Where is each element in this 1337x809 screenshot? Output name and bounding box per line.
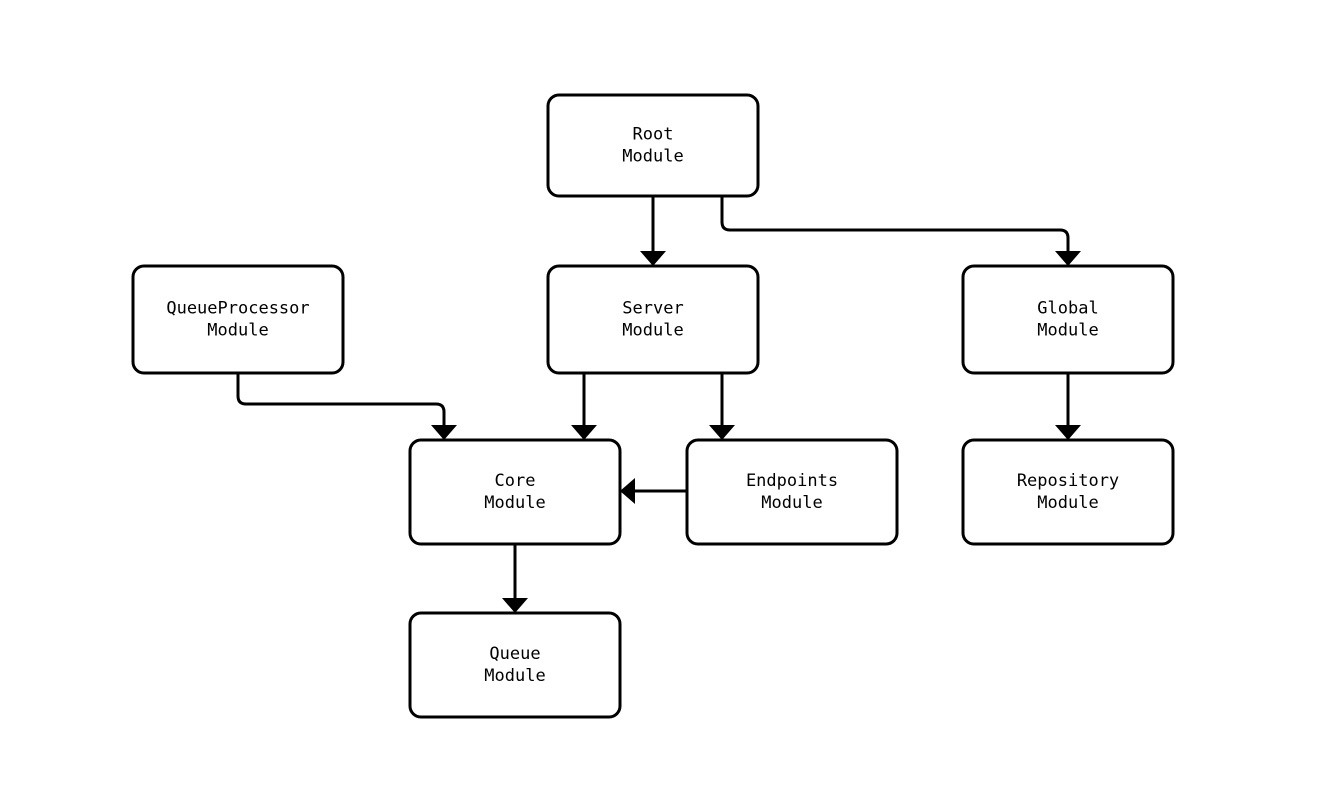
endpoints-module-node-label-line2: Module [761,493,822,513]
edges-layer [236,196,1081,613]
edge-endpoints-to-core [620,478,687,504]
global-module-node-box[interactable] [961,264,1175,375]
edge-server-to-endpoints-arrowhead-icon [709,425,735,440]
root-module-node-label-line1: Root [633,125,674,145]
edge-root-to-global [720,196,1081,266]
queueprocessor-module-node-box[interactable] [131,264,345,375]
edge-server-to-core-arrowhead-icon [571,425,597,440]
endpoints-module-node-box[interactable] [685,438,899,546]
edge-queueprocessor-to-core-arrowhead-icon [431,425,457,440]
server-module-node-label-line1: Server [622,299,683,319]
queue-module-node-box[interactable] [408,611,622,719]
global-module-node-label-line1: Global [1037,299,1098,319]
edge-endpoints-to-core-arrowhead-icon [620,478,635,504]
core-module-node-box[interactable] [408,438,622,546]
edge-queueprocessor-to-core-line [236,373,446,426]
edge-root-to-global-arrowhead-icon [1055,251,1081,266]
edge-queueprocessor-to-core [236,373,457,440]
queueprocessor-module-node-label-line1: QueueProcessor [166,299,309,319]
core-module-node-label-line1: Core [495,471,536,491]
queueprocessor-module-node-label-line2: Module [207,321,268,341]
edge-server-to-core [571,373,597,440]
core-module-node-label-line2: Module [484,493,545,513]
global-module-node-label-line2: Module [1037,321,1098,341]
queue-module-node-label-line1: Queue [489,644,540,664]
repository-module-node-label-line1: Repository [1017,471,1119,491]
edge-server-to-endpoints [709,373,735,440]
edge-core-to-queue-arrowhead-icon [502,598,528,613]
root-module-node-box[interactable] [546,93,760,198]
server-module-node-label-line2: Module [622,321,683,341]
queue-module-node-label-line2: Module [484,666,545,686]
edge-root-to-global-line [720,196,1070,252]
edge-global-to-repository-arrowhead-icon [1055,425,1081,440]
server-module-node-box[interactable] [546,264,760,375]
root-module-node-label-line2: Module [622,147,683,167]
edge-core-to-queue [502,544,528,613]
repository-module-node-label-line2: Module [1037,493,1098,513]
edge-root-to-server [640,196,666,266]
repository-module-node-box[interactable] [961,438,1175,546]
nodes-layer: RootModuleQueueProcessorModuleServerModu… [131,93,1175,719]
edge-global-to-repository [1055,373,1081,440]
edge-root-to-server-arrowhead-icon [640,251,666,266]
endpoints-module-node-label-line1: Endpoints [746,471,838,491]
